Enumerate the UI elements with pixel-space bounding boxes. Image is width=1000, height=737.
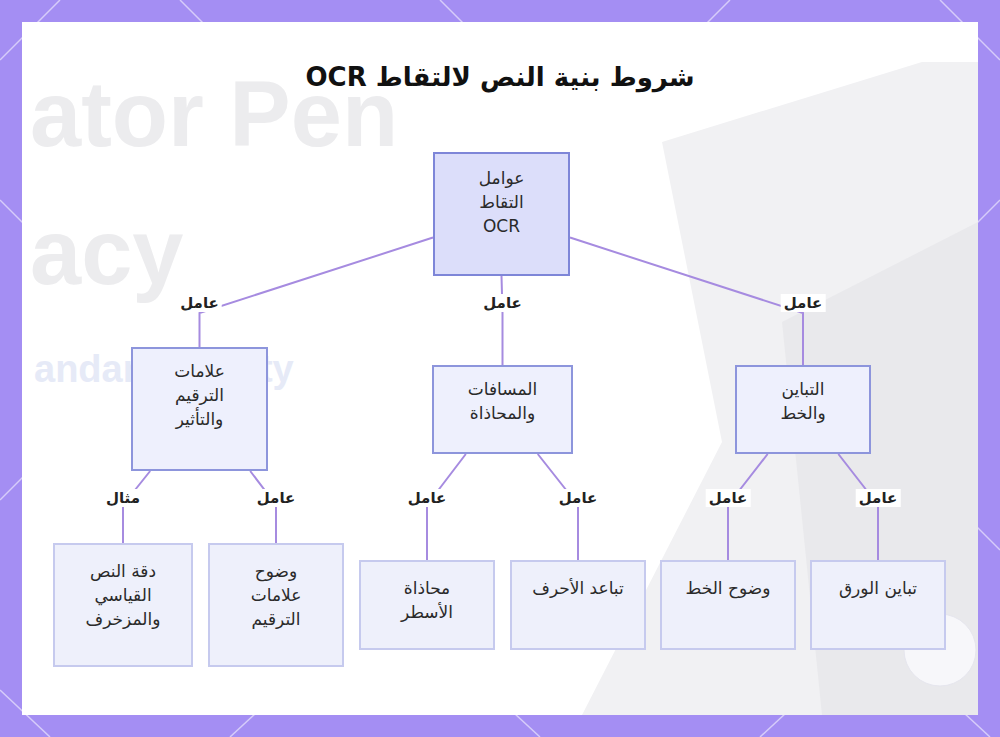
node-label: وضوح علامات الترقيم: [230, 559, 322, 631]
edge-label: عامل: [781, 294, 826, 312]
factor-box: تباعد الأحرف: [510, 560, 646, 650]
connector-line: [250, 471, 276, 543]
edge-label: عامل: [556, 489, 601, 507]
connector-line: [570, 238, 803, 365]
node-label: علامات الترقيم والتأثير: [155, 359, 244, 431]
watermark-text: acy: [30, 200, 184, 305]
node-label: المسافات والمحاذاة: [456, 377, 549, 425]
factor-box: دقة النص القياسي والمزخرف: [53, 543, 193, 667]
factor-box: وضوح علامات الترقيم: [208, 543, 344, 667]
category-box: علامات الترقيم والتأثير: [131, 347, 268, 471]
edge-label: عامل: [856, 489, 901, 507]
diagram-title: شروط بنية النص لالتقاط OCR: [0, 62, 1000, 92]
connector-line: [728, 454, 768, 560]
node-label: محاذاة الأسطر: [381, 576, 473, 624]
edge-label: عامل: [706, 489, 751, 507]
edge-label: عامل: [405, 489, 450, 507]
connector-line: [200, 238, 434, 347]
connector-line: [427, 454, 466, 560]
node-label: التباين والخط: [759, 377, 847, 425]
category-box: المسافات والمحاذاة: [432, 365, 573, 454]
factor-box: تباين الورق: [810, 560, 946, 650]
factor-box: وضوح الخط: [660, 560, 796, 650]
edge-label: عامل: [480, 294, 525, 312]
edge-label: عامل: [254, 489, 299, 507]
root-box: عوامل التقاط OCR: [433, 152, 570, 276]
node-label: تباعد الأحرف: [532, 576, 624, 600]
node-label: دقة النص القياسي والمزخرف: [75, 559, 171, 631]
connector-line: [502, 276, 503, 365]
connector-line: [123, 471, 150, 543]
edge-label: عامل: [177, 294, 222, 312]
edge-label: مثال: [103, 489, 143, 507]
factor-box: محاذاة الأسطر: [359, 560, 495, 650]
connector-line: [538, 454, 578, 560]
node-label: تباين الورق: [832, 576, 924, 600]
category-box: التباين والخط: [735, 365, 871, 454]
connector-line: [838, 454, 878, 560]
node-label: وضوح الخط: [682, 576, 774, 600]
node-label: عوامل التقاط OCR: [465, 166, 538, 238]
